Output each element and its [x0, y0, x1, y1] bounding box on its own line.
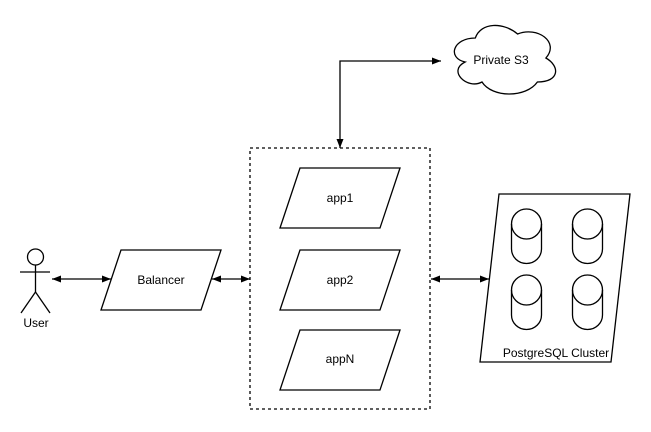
appN-node: appN: [279, 329, 401, 391]
app2-node: app2: [279, 249, 401, 311]
balancer-parallelogram: [100, 249, 222, 311]
app1-parallelogram: [279, 167, 401, 229]
app2-parallelogram: [279, 249, 401, 311]
app1-label: app1: [327, 191, 354, 205]
cloud-icon: [453, 24, 557, 95]
user-head: [26, 248, 45, 266]
private-s3-label: Private S3: [473, 53, 529, 67]
balancer-node: Balancer: [100, 249, 222, 311]
user-leg-right: [34, 291, 51, 314]
app1-node: app1: [279, 167, 401, 229]
postgresql-label: PostgreSQL Cluster: [503, 346, 609, 360]
balancer-label: Balancer: [137, 273, 184, 287]
user-actor: User: [20, 248, 51, 330]
appN-parallelogram: [279, 329, 401, 391]
app2-label: app2: [327, 273, 354, 287]
appN-label: appN: [326, 352, 355, 366]
user-label: User: [23, 316, 48, 330]
user-leg-left: [20, 291, 37, 314]
postgresql-parallelogram: [479, 193, 631, 363]
edge-apps-private-s3: [336, 57, 441, 148]
private-s3-node: Private S3: [453, 24, 557, 95]
postgresql-cluster-node: PostgreSQL Cluster: [479, 193, 631, 363]
